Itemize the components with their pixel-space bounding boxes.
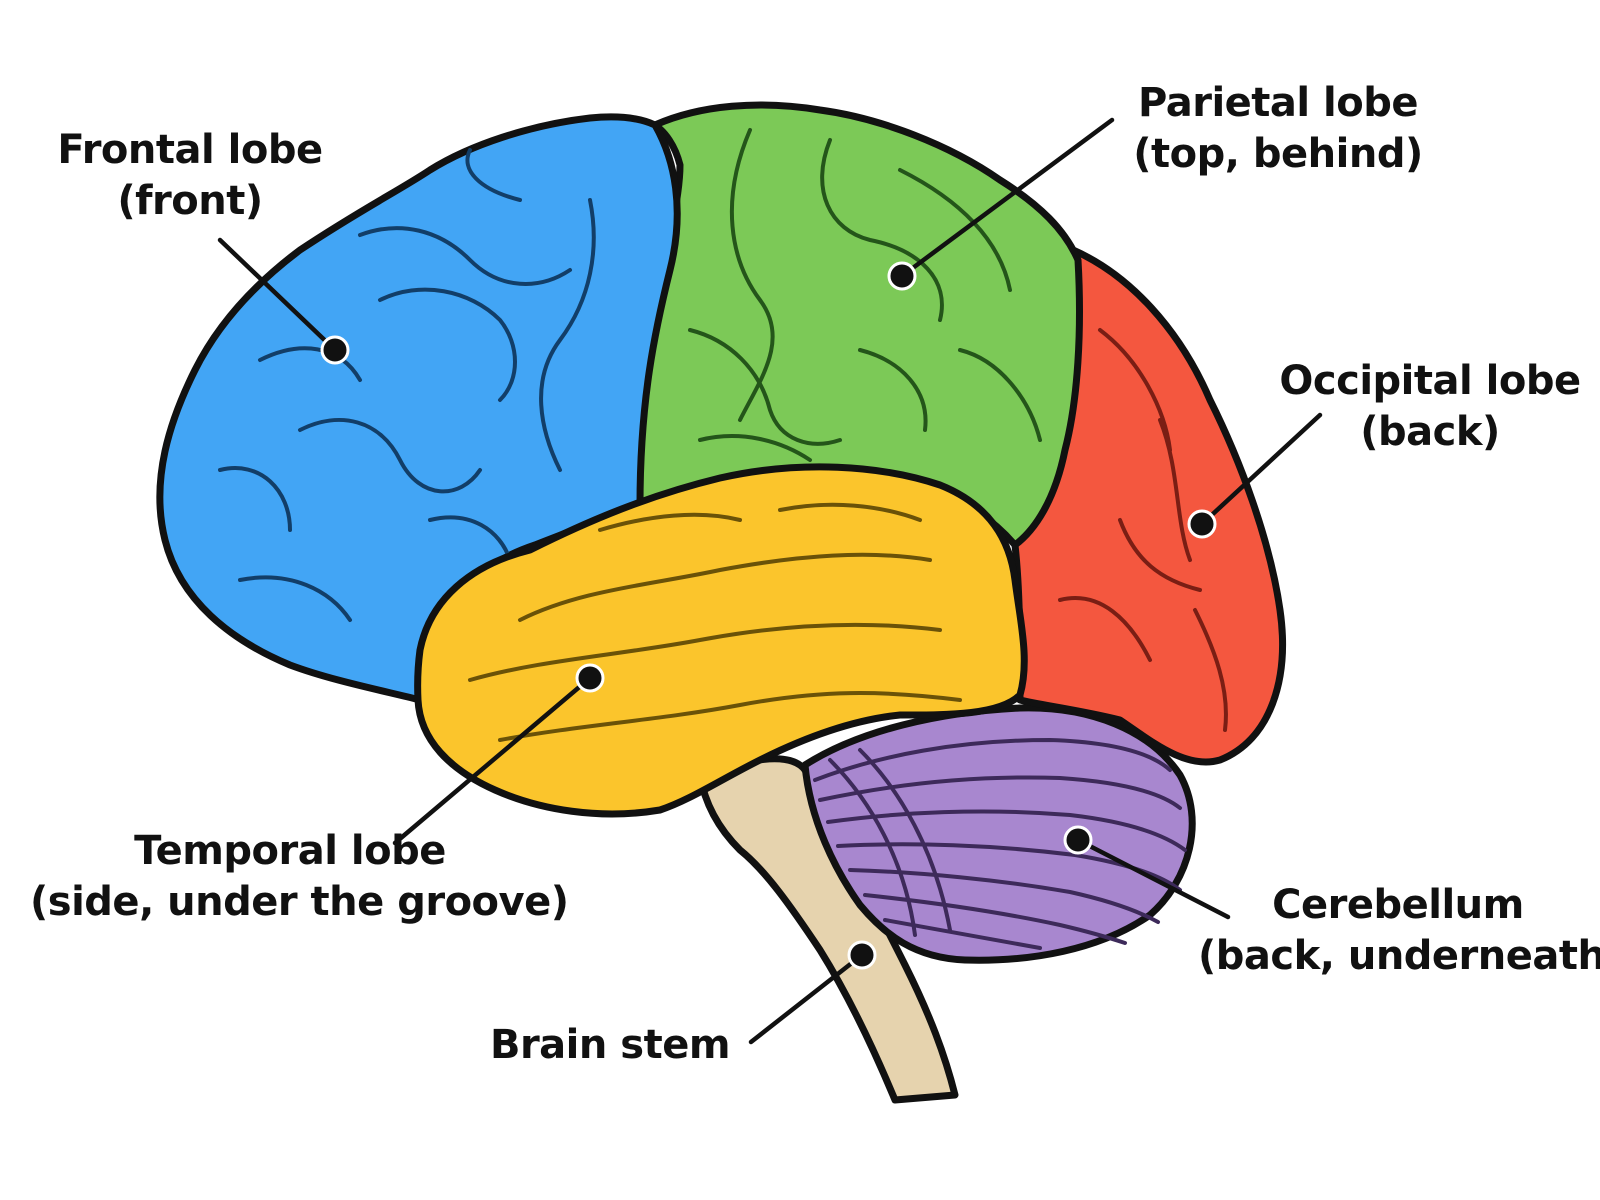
temporal-lobe-label: Temporal lobe (side, under the groove) xyxy=(30,826,569,928)
occipital-lobe-label: Occipital lobe (back) xyxy=(1265,356,1595,458)
parietal-marker-dot xyxy=(887,261,917,291)
cerebellum-marker-dot xyxy=(1063,825,1093,855)
temporal-lobe-title: Temporal lobe xyxy=(134,828,446,874)
occipital-leader-line xyxy=(1199,412,1323,527)
cerebellum-title: Cerebellum xyxy=(1272,882,1524,928)
frontal-lobe-folds xyxy=(218,148,596,622)
brain-stem-title: Brain stem xyxy=(489,1022,731,1068)
frontal-lobe-label: Frontal lobe (front) xyxy=(30,125,350,227)
frontal-lobe-region xyxy=(156,113,681,704)
temporal-marker-dot xyxy=(575,663,605,693)
occipital-lobe-note: (back) xyxy=(1360,409,1500,455)
cerebellum-folds xyxy=(813,738,1187,950)
frontal-marker-dot xyxy=(320,335,350,365)
occipital-lobe-title: Occipital lobe xyxy=(1279,358,1581,404)
brain-stem-leader-line xyxy=(748,952,865,1045)
temporal-lobe-folds xyxy=(468,502,962,742)
frontal-lobe-note: (front) xyxy=(117,178,263,224)
temporal-lobe-note: (side, under the groove) xyxy=(30,879,569,925)
parietal-lobe-title: Parietal lobe xyxy=(1137,80,1419,126)
frontal-lobe-title: Frontal lobe xyxy=(57,127,323,173)
temporal-leader-line xyxy=(392,675,593,846)
cerebellum-note: (back, underneath) xyxy=(1198,933,1600,979)
cerebellum-leader-line xyxy=(1075,837,1231,920)
parietal-leader-line xyxy=(899,117,1115,279)
parietal-lobe-label: Parietal lobe (top, behind) xyxy=(1118,78,1438,180)
brain-stem-marker-dot xyxy=(847,940,877,970)
parietal-lobe-note: (top, behind) xyxy=(1133,131,1423,177)
occipital-marker-dot xyxy=(1187,509,1217,539)
frontal-leader-line xyxy=(217,237,338,353)
brain-stem-label: Brain stem xyxy=(480,1020,740,1071)
occipital-lobe-folds xyxy=(1058,328,1228,732)
cerebellum-label: Cerebellum (back, underneath) xyxy=(1198,880,1600,982)
